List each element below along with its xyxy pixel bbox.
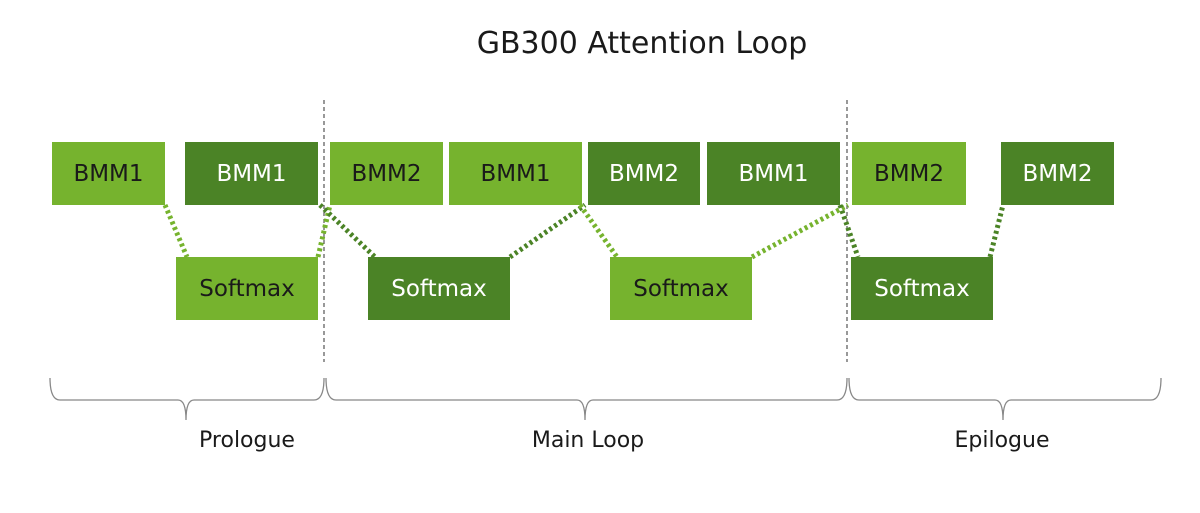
softmax-box: Softmax <box>176 257 318 320</box>
bmm-label: BMM2 <box>873 160 945 187</box>
bmm-box: BMM2 <box>852 142 966 205</box>
bmm-label: BMM2 <box>351 160 422 187</box>
bmm-box: BMM2 <box>588 142 700 205</box>
bmm-box: BMM1 <box>707 142 840 205</box>
bmm-box: BMM1 <box>449 142 582 205</box>
epilogue-brace <box>848 377 1162 421</box>
bmm-box: BMM2 <box>1001 142 1114 205</box>
softmax-label: Softmax <box>199 275 295 302</box>
bmm-box: BMM2 <box>330 142 443 205</box>
connector-line <box>315 204 333 258</box>
bmm-label: BMM1 <box>73 160 144 187</box>
connector-line <box>577 203 620 259</box>
softmax-box: Softmax <box>610 257 752 320</box>
bmm-label: BMM1 <box>738 160 809 187</box>
bmm-label: BMM2 <box>608 160 680 187</box>
bmm-label: BMM1 <box>216 160 287 187</box>
connector-line <box>987 204 1006 258</box>
bmm-label: BMM1 <box>480 160 551 187</box>
connector-line <box>750 202 850 260</box>
prologue-brace <box>49 377 325 421</box>
softmax-box: Softmax <box>851 257 993 320</box>
phase-label-main-loop: Main Loop <box>531 428 645 453</box>
softmax-label: Softmax <box>633 275 729 302</box>
softmax-label: Softmax <box>391 275 487 302</box>
phase-label-epilogue: Epilogue <box>954 428 1050 453</box>
connector-line <box>508 202 587 260</box>
main-loop-brace <box>325 377 848 421</box>
softmax-box: Softmax <box>368 257 510 320</box>
bmm-box: BMM1 <box>52 142 165 205</box>
bmm-box: BMM1 <box>185 142 318 205</box>
bmm-label: BMM2 <box>1022 160 1093 187</box>
phase-label-prologue: Prologue <box>199 428 295 453</box>
connector-line <box>837 204 861 258</box>
connector-line <box>162 204 190 258</box>
softmax-label: Softmax <box>874 275 970 302</box>
diagram-title: GB300 Attention Loop <box>476 26 808 61</box>
connector-line <box>318 203 377 259</box>
